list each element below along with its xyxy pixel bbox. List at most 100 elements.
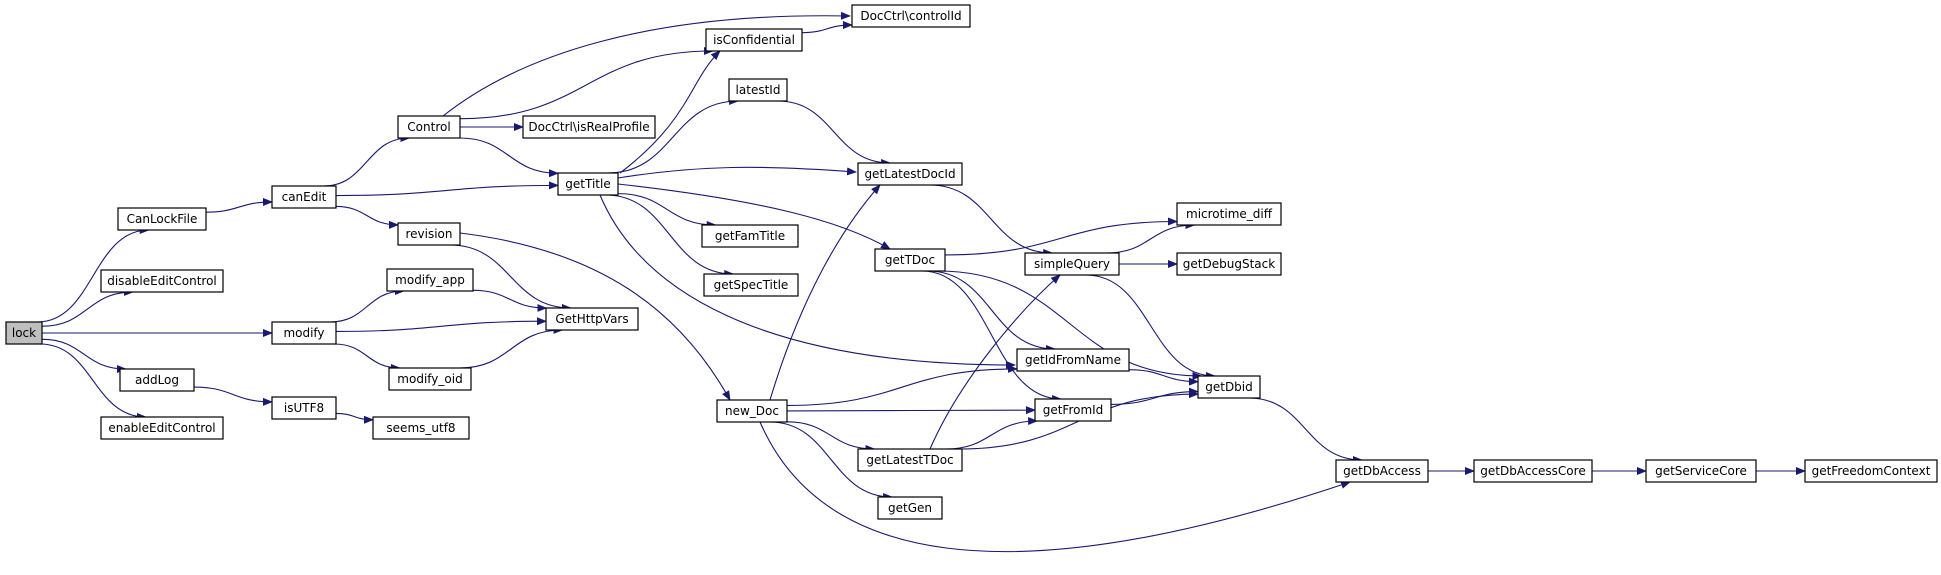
node-getFreedomContext[interactable]: getFreedomContext <box>1804 459 1938 483</box>
node-DocCtrl_isRealProfile[interactable]: DocCtrl\isRealProfile <box>522 115 656 139</box>
node-canEdit[interactable]: canEdit <box>271 185 337 209</box>
node-CanLockFile[interactable]: CanLockFile <box>117 207 207 231</box>
node-modify[interactable]: modify <box>271 321 337 345</box>
node-getDbid[interactable]: getDbid <box>1197 375 1261 399</box>
edge-canEdit-to-getTitle <box>335 181 559 197</box>
node-box <box>701 224 799 248</box>
node-box <box>857 162 963 186</box>
node-label: getDbAccess <box>1343 464 1421 478</box>
node-getLatestDocId[interactable]: getLatestDocId <box>857 162 963 186</box>
node-box <box>388 367 472 391</box>
node-box <box>271 396 337 420</box>
node-getDbAccess[interactable]: getDbAccess <box>1335 459 1429 483</box>
node-label: getTitle <box>565 177 610 191</box>
node-box <box>522 115 656 139</box>
edge-getTDoc-to-getIdFromName <box>927 270 1057 353</box>
edge-Control-to-DocCtrl_controlId <box>442 11 851 117</box>
edge-new_Doc-to-getIdFromName <box>786 364 1018 406</box>
edge-CanLockFile-to-canEdit <box>205 197 273 213</box>
node-label: getDbid <box>1205 380 1253 394</box>
edge-getDbid-to-getDbAccess <box>1249 397 1363 464</box>
edge-canEdit-to-Control <box>323 134 411 187</box>
edge-new_Doc-to-getLatestDocId <box>769 184 881 401</box>
node-lock[interactable]: lock <box>5 321 43 345</box>
edge-modify_oid-to-GetHttpVars <box>459 326 564 369</box>
node-box <box>100 269 224 293</box>
node-label: modify <box>283 326 324 340</box>
node-getSpecTitle[interactable]: getSpecTitle <box>703 273 799 297</box>
node-disableEditControl[interactable]: disableEditControl <box>100 269 224 293</box>
node-label: getFromId <box>1043 403 1104 417</box>
node-label: new_Doc <box>725 404 779 418</box>
node-box <box>728 78 788 102</box>
node-label: getLatestDocId <box>864 167 955 181</box>
node-label: microtime_diff <box>1186 207 1273 221</box>
edge-simpleQuery-to-getDbid <box>1086 274 1216 380</box>
node-new_Doc[interactable]: new_Doc <box>716 399 788 423</box>
node-getFamTitle[interactable]: getFamTitle <box>701 224 799 248</box>
edge-getTitle-to-getTDoc <box>617 183 891 250</box>
edge-getTitle-to-getIdFromName <box>599 194 1016 369</box>
edges-layer <box>37 11 1806 553</box>
edge-getTDoc-to-getFromId <box>921 270 1063 403</box>
node-getServiceCore[interactable]: getServiceCore <box>1645 459 1757 483</box>
node-modify_app[interactable]: modify_app <box>386 268 474 292</box>
node-box <box>1473 459 1593 483</box>
node-seems_utf8[interactable]: seems_utf8 <box>372 416 470 440</box>
edge-new_Doc-to-getDbAccess <box>759 421 1351 553</box>
node-label: modify_oid <box>397 372 462 386</box>
node-getFromId[interactable]: getFromId <box>1034 398 1112 422</box>
edge-modify-to-modify_oid <box>334 343 401 372</box>
node-label: getServiceCore <box>1655 464 1747 478</box>
node-latestId[interactable]: latestId <box>728 78 788 102</box>
node-getDebugStack[interactable]: getDebugStack <box>1176 252 1282 276</box>
edge-simpleQuery-to-microtime_diff <box>1106 221 1196 254</box>
node-microtime_diff[interactable]: microtime_diff <box>1176 202 1282 226</box>
node-revision[interactable]: revision <box>397 222 461 246</box>
node-box <box>703 273 799 297</box>
node-getIdFromName[interactable]: getIdFromName <box>1016 348 1130 372</box>
edge-revision-to-GetHttpVars <box>450 244 572 312</box>
node-box <box>372 416 470 440</box>
node-getTDoc[interactable]: getTDoc <box>874 248 946 272</box>
node-label: getDbAccessCore <box>1480 464 1585 478</box>
edge-lock-to-enableEditControl <box>39 343 148 421</box>
node-box <box>557 172 619 196</box>
edge-getIdFromName-to-getDbid <box>1128 369 1199 386</box>
node-enableEditControl[interactable]: enableEditControl <box>100 416 224 440</box>
edge-Control-to-getTitle <box>459 137 559 178</box>
node-label: DocCtrl\isRealProfile <box>528 120 649 134</box>
edge-getTDoc-to-microtime_diff <box>944 217 1178 256</box>
node-box <box>545 307 639 331</box>
node-getDbAccessCore[interactable]: getDbAccessCore <box>1473 459 1593 483</box>
edge-lock-to-CanLockFile <box>37 226 150 323</box>
node-box <box>851 4 971 28</box>
edge-Control-to-isConfidential <box>459 47 714 120</box>
node-label: isConfidential <box>713 33 795 47</box>
node-addLog[interactable]: addLog <box>119 368 195 392</box>
edge-revision-to-new_Doc <box>459 232 731 401</box>
node-label: GetHttpVars <box>555 312 628 326</box>
edge-lock-to-disableEditControl <box>41 288 134 327</box>
node-getLatestTDoc[interactable]: getLatestTDoc <box>857 448 963 472</box>
node-box <box>1176 252 1282 276</box>
node-DocCtrl_controlId[interactable]: DocCtrl\controlId <box>851 4 971 28</box>
edge-getTitle-to-latestId <box>607 97 740 174</box>
node-label: isUTF8 <box>284 401 324 415</box>
node-box <box>1034 398 1112 422</box>
node-getGen[interactable]: getGen <box>877 496 943 520</box>
node-box <box>1176 202 1282 226</box>
node-getTitle[interactable]: getTitle <box>557 172 619 196</box>
node-modify_oid[interactable]: modify_oid <box>388 367 472 391</box>
node-box <box>1804 459 1938 483</box>
edge-getLatestTDoc-to-simpleQuery <box>929 274 1061 450</box>
node-label: modify_app <box>395 273 465 287</box>
node-GetHttpVars[interactable]: GetHttpVars <box>545 307 639 331</box>
node-Control[interactable]: Control <box>397 115 461 139</box>
node-isConfidential[interactable]: isConfidential <box>705 28 803 52</box>
edge-modify-to-modify_app <box>330 287 405 323</box>
edge-new_Doc-to-getGen <box>769 421 894 501</box>
node-simpleQuery[interactable]: simpleQuery <box>1024 252 1120 276</box>
node-box <box>397 115 461 139</box>
node-isUTF8[interactable]: isUTF8 <box>271 396 337 420</box>
